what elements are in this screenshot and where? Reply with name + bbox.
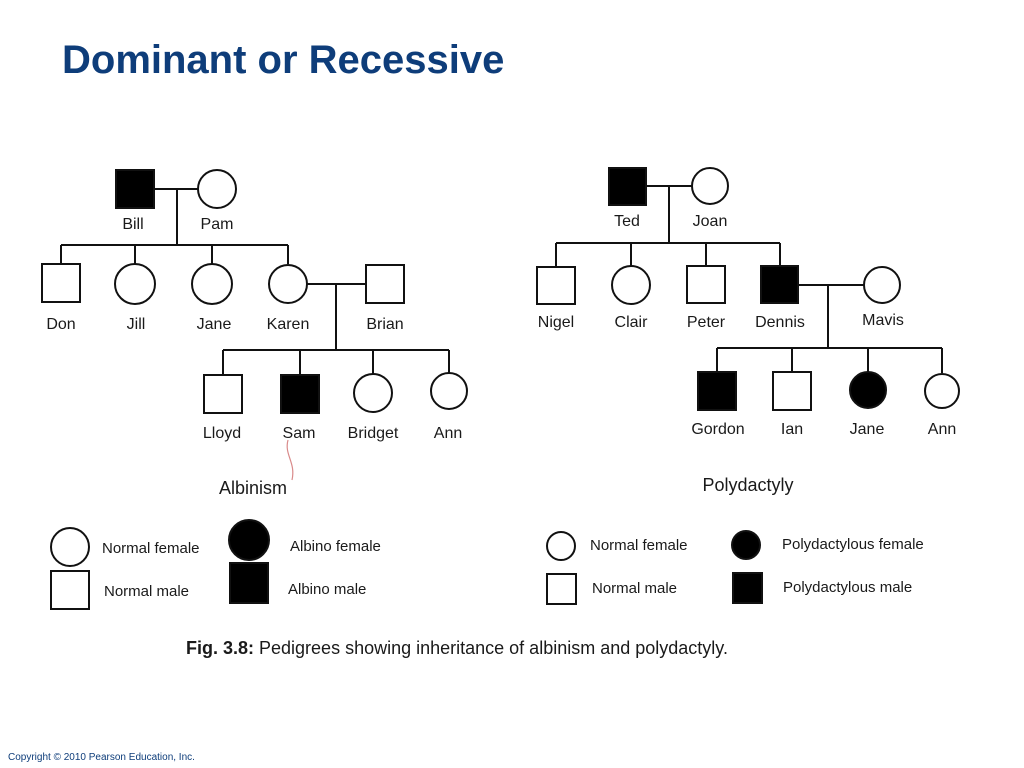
- joan-label: Joan: [693, 213, 728, 230]
- legend-normal-female-symbol: [50, 527, 90, 567]
- legend-albino-male-symbol: [229, 562, 269, 604]
- copyright-notice: Copyright © 2010 Pearson Education, Inc.: [8, 752, 195, 763]
- jane-polydactyly-symbol: [849, 371, 887, 409]
- poly-legend-affected-female-label: Polydactylous female: [782, 536, 924, 553]
- dennis-symbol: [760, 265, 799, 304]
- albinism-pedigree: [60, 188, 450, 375]
- albinism-title: Albinism: [219, 478, 287, 498]
- bridget-label: Bridget: [348, 425, 399, 442]
- ted-label: Ted: [614, 213, 640, 230]
- lloyd-label: Lloyd: [203, 425, 241, 442]
- don-label: Don: [46, 316, 75, 333]
- nigel-symbol: [536, 266, 576, 305]
- sam-symbol: [280, 374, 320, 414]
- ian-label: Ian: [781, 421, 803, 438]
- jane-albinism-label: Jane: [197, 316, 232, 333]
- polydactyly-pedigree: [555, 185, 943, 373]
- brian-symbol: [365, 264, 405, 304]
- poly-legend-affected-female-symbol: [731, 530, 761, 560]
- sam-label: Sam: [283, 425, 316, 442]
- figure-caption-number: Fig. 3.8:: [186, 638, 254, 658]
- legend-normal-male-symbol: [50, 570, 90, 610]
- legend-albino-male-label: Albino male: [288, 581, 366, 598]
- karen-label: Karen: [267, 316, 310, 333]
- legend-albino-female-symbol: [228, 519, 270, 561]
- legend-albino-female-label: Albino female: [290, 538, 381, 555]
- clair-label: Clair: [615, 314, 649, 331]
- poly-legend-normal-female-label: Normal female: [590, 537, 688, 554]
- pam-label: Pam: [201, 216, 234, 233]
- pam-symbol: [197, 169, 237, 209]
- ian-symbol: [772, 371, 812, 411]
- polydactyly-title: Polydactyly: [702, 475, 793, 495]
- gordon-label: Gordon: [691, 421, 744, 438]
- joan-symbol: [691, 167, 729, 205]
- ann-polydactyly-label: Ann: [928, 421, 956, 438]
- don-symbol: [41, 263, 81, 303]
- dennis-label: Dennis: [755, 314, 805, 331]
- mavis-symbol: [863, 266, 901, 304]
- ann-albinism-label: Ann: [434, 425, 462, 442]
- jill-label: Jill: [127, 316, 146, 333]
- nigel-label: Nigel: [538, 314, 574, 331]
- jane-polydactyly-label: Jane: [850, 421, 885, 438]
- lloyd-symbol: [203, 374, 243, 414]
- slide-title: Dominant or Recessive: [62, 38, 505, 82]
- jane-albinism-symbol: [191, 263, 233, 305]
- legend-normal-male-label: Normal male: [104, 583, 189, 600]
- peter-symbol: [686, 265, 726, 304]
- jill-symbol: [114, 263, 156, 305]
- ann-albinism-symbol: [430, 372, 468, 410]
- bill-label: Bill: [122, 216, 143, 233]
- poly-legend-normal-male-label: Normal male: [592, 580, 677, 597]
- poly-legend-affected-male-symbol: [732, 572, 763, 604]
- figure-caption: Fig. 3.8: Pedigrees showing inheritance …: [186, 638, 728, 658]
- brian-label: Brian: [366, 316, 403, 333]
- mavis-label: Mavis: [862, 312, 904, 329]
- clair-symbol: [611, 265, 651, 305]
- karen-symbol: [268, 264, 308, 304]
- ted-symbol: [608, 167, 647, 206]
- peter-label: Peter: [687, 314, 726, 331]
- bridget-symbol: [353, 373, 393, 413]
- poly-legend-affected-male-label: Polydactylous male: [783, 579, 912, 596]
- poly-legend-normal-female-symbol: [546, 531, 576, 561]
- figure-caption-text: Pedigrees showing inheritance of albinis…: [254, 638, 728, 658]
- bill-symbol: [115, 169, 155, 209]
- gordon-symbol: [697, 371, 737, 411]
- pen-mark: [286, 439, 294, 481]
- ann-polydactyly-symbol: [924, 373, 960, 409]
- legend-normal-female-label: Normal female: [102, 540, 200, 557]
- poly-legend-normal-male-symbol: [546, 573, 577, 605]
